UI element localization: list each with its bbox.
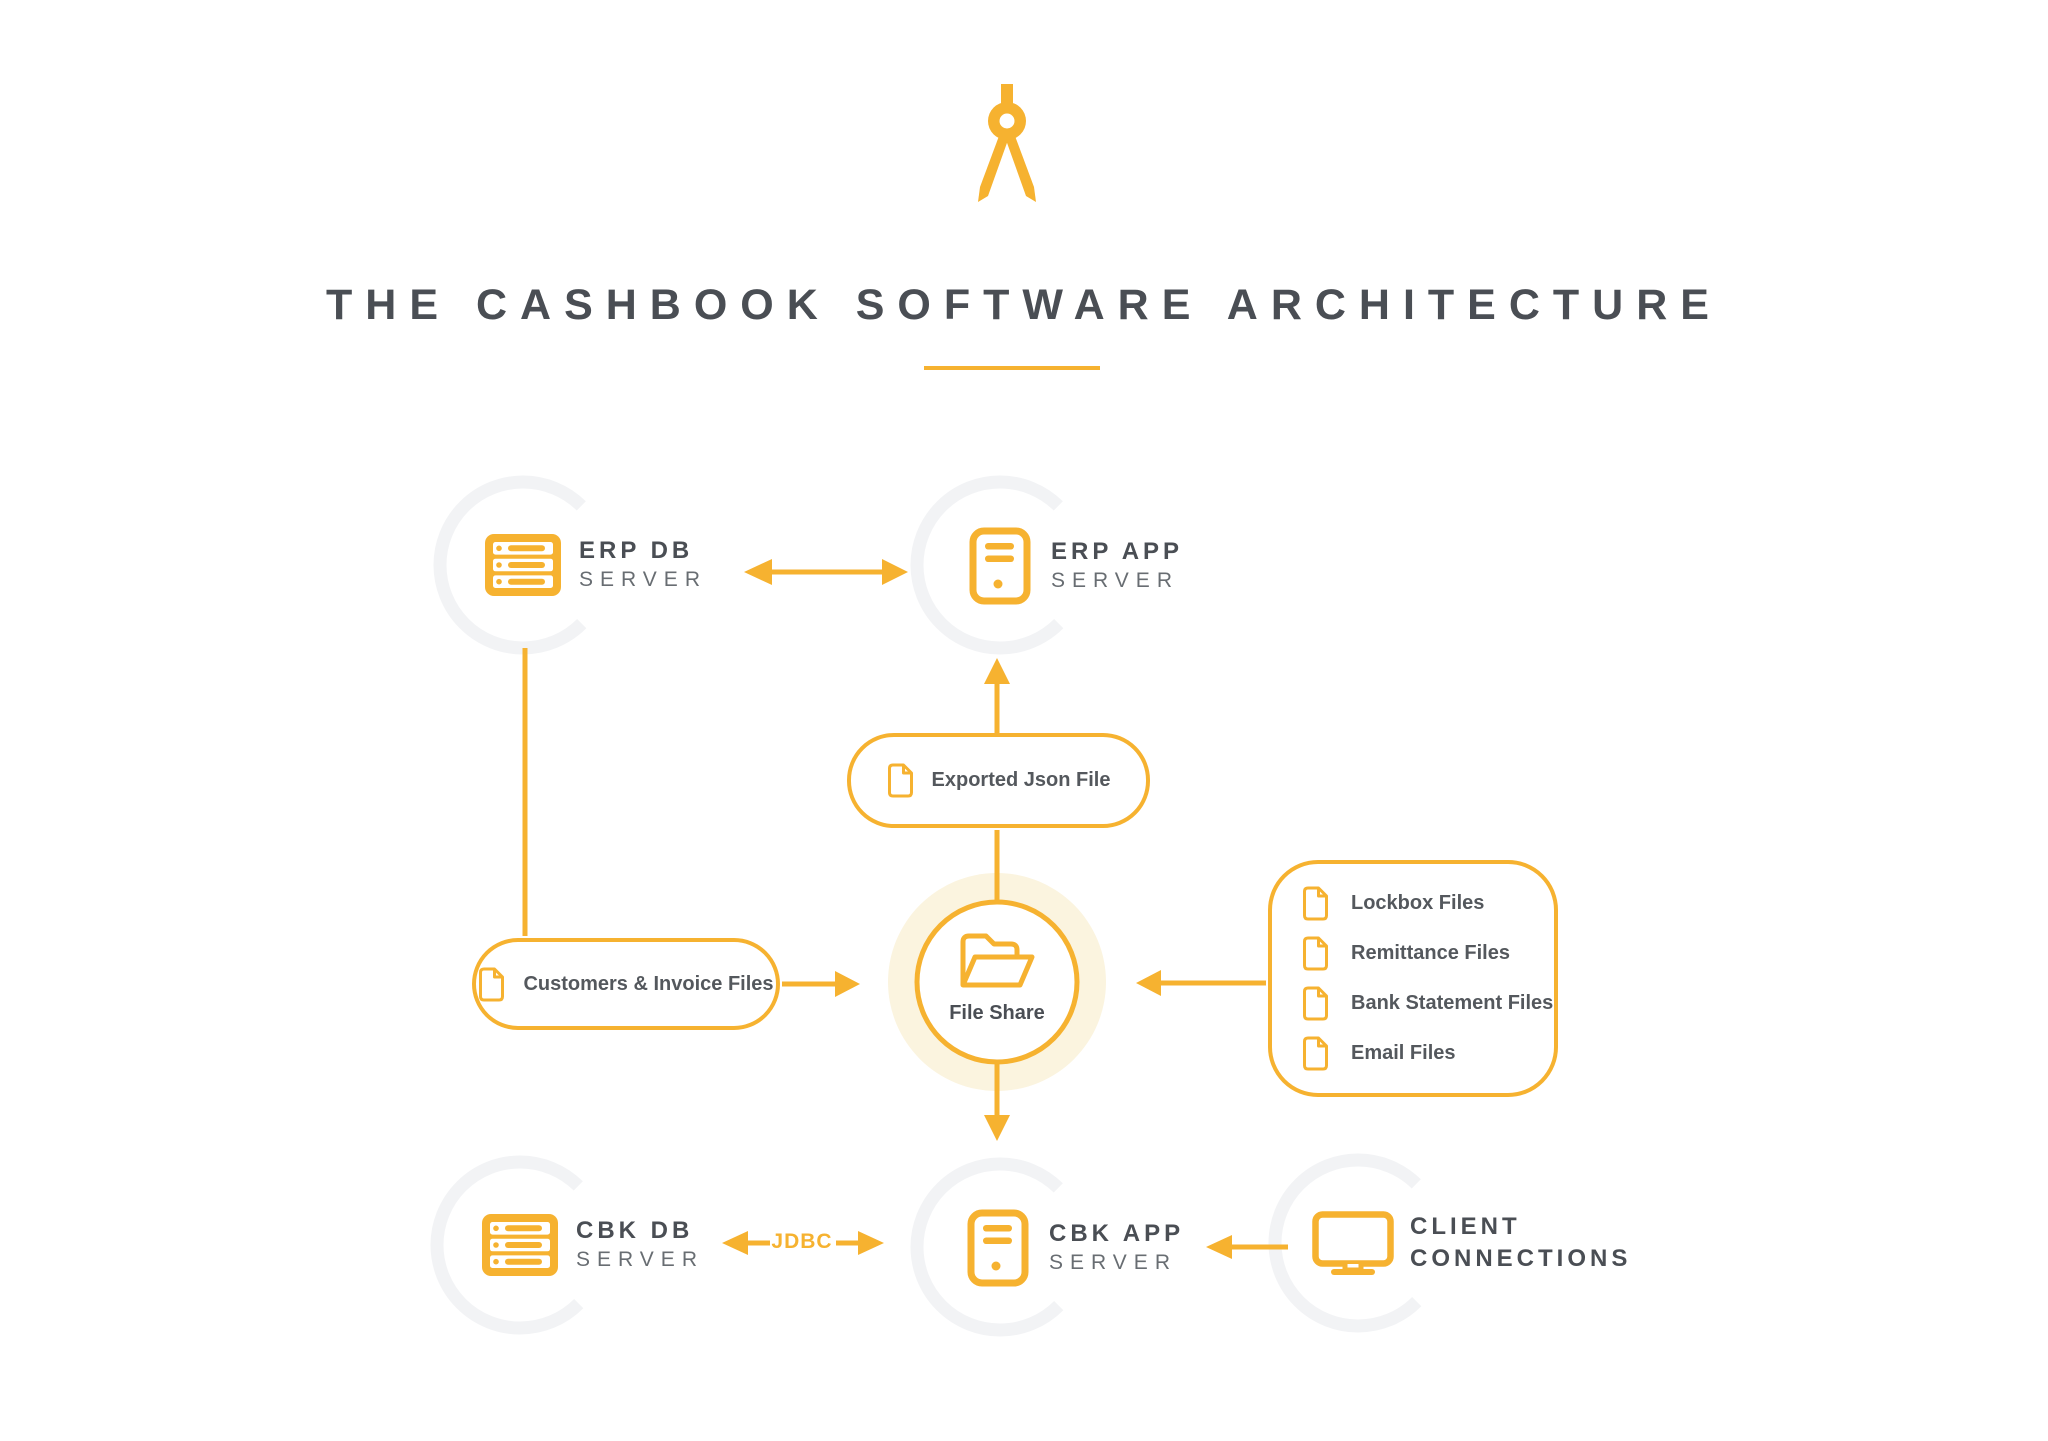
node-label-primary: CLIENT xyxy=(1410,1213,1521,1240)
box-file-types: Lockbox Files Remittance Files Bank Stat… xyxy=(1268,860,1558,1097)
compass-icon xyxy=(978,84,1036,202)
file-type-label: Email Files xyxy=(1351,1042,1456,1064)
file-type-label: Remittance Files xyxy=(1351,942,1510,964)
arrowhead-customers-fileshare xyxy=(835,971,860,997)
file-type-label: Bank Statement Files xyxy=(1351,992,1554,1014)
node-label-primary: CBK DB xyxy=(576,1217,694,1244)
box-label: Customers & Invoice Files xyxy=(523,972,774,995)
database-icon xyxy=(482,1214,558,1276)
node-file-share: File Share xyxy=(917,931,1077,1025)
list-item: Email Files xyxy=(1302,1036,1554,1071)
file-share-label: File Share xyxy=(949,1002,1045,1024)
node-label-secondary: SERVER xyxy=(579,568,707,591)
file-icon xyxy=(479,967,505,1001)
arrowhead-down-cbkapp xyxy=(984,1115,1010,1141)
box-customers-invoice-files: Customers & Invoice Files xyxy=(472,938,780,1030)
list-item: Remittance Files xyxy=(1302,936,1554,971)
file-icon xyxy=(1303,1036,1328,1071)
file-icon xyxy=(1303,986,1328,1021)
node-client-connections: CLIENT CONNECTIONS xyxy=(1312,1211,1631,1275)
arrowhead-files-fileshare xyxy=(1136,970,1161,996)
list-item: Lockbox Files xyxy=(1302,886,1554,921)
app-server-icon xyxy=(967,1209,1029,1287)
node-label-secondary: CONNECTIONS xyxy=(1410,1245,1632,1272)
ring-client xyxy=(1268,1153,1448,1333)
node-cbk-db-server: CBK DB SERVER xyxy=(482,1214,704,1276)
node-label-primary: ERP APP xyxy=(1051,538,1184,565)
arrowhead-left-erpdb xyxy=(744,559,772,585)
file-type-label: Lockbox Files xyxy=(1351,892,1485,914)
node-label-primary: CBK APP xyxy=(1049,1220,1185,1247)
arrowhead-jdbc-right xyxy=(858,1231,884,1255)
ring-cbk-app xyxy=(910,1157,1090,1337)
node-label-secondary: SERVER xyxy=(576,1248,704,1271)
page-title: THE CASHBOOK SOFTWARE ARCHITECTURE xyxy=(326,281,1722,329)
arrowhead-client-cbkapp xyxy=(1206,1235,1232,1259)
arrowhead-right-erpapp xyxy=(882,559,908,585)
arrowheads xyxy=(722,559,1232,1259)
node-label-secondary: SERVER xyxy=(1049,1251,1177,1274)
node-label-secondary: SERVER xyxy=(1051,569,1179,592)
title-divider xyxy=(924,366,1100,370)
node-erp-app-server: ERP APP SERVER xyxy=(969,527,1183,605)
node-erp-db-server: ERP DB SERVER xyxy=(485,534,707,596)
arrowhead-up-erpapp xyxy=(984,658,1010,684)
box-label: Exported Json File xyxy=(931,769,1111,791)
arrowhead-jdbc-left xyxy=(722,1231,748,1255)
database-icon xyxy=(485,534,561,596)
folder-icon xyxy=(960,933,1035,988)
list-item: Bank Statement Files xyxy=(1302,986,1554,1021)
file-icon xyxy=(887,763,913,798)
connector-lines xyxy=(522,569,1288,1250)
box-exported-json-file: Exported Json File xyxy=(847,733,1150,828)
monitor-icon xyxy=(1312,1211,1394,1275)
node-label-primary: ERP DB xyxy=(579,537,694,564)
file-icon xyxy=(1303,886,1328,921)
app-server-icon xyxy=(969,527,1031,605)
ring-cbk-db xyxy=(430,1155,610,1335)
file-icon xyxy=(1303,936,1328,971)
node-cbk-app-server: CBK APP SERVER xyxy=(967,1209,1184,1287)
jdbc-label: JDBC xyxy=(771,1230,833,1253)
ring-erp-app xyxy=(910,475,1090,655)
